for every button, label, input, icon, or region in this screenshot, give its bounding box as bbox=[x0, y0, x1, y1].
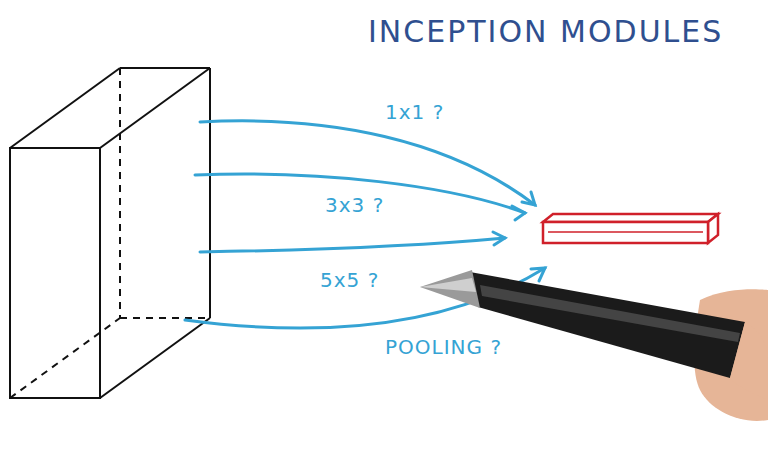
diagram-title: INCEPTION MODULES bbox=[368, 14, 723, 50]
branch-label: 5x5 ? bbox=[320, 268, 379, 292]
input-volume bbox=[10, 68, 210, 398]
branch-label: 1x1 ? bbox=[385, 100, 444, 124]
branch-label: 3x3 ? bbox=[325, 193, 384, 217]
branch-label: POOLING ? bbox=[385, 335, 502, 359]
output-volume bbox=[543, 214, 718, 243]
